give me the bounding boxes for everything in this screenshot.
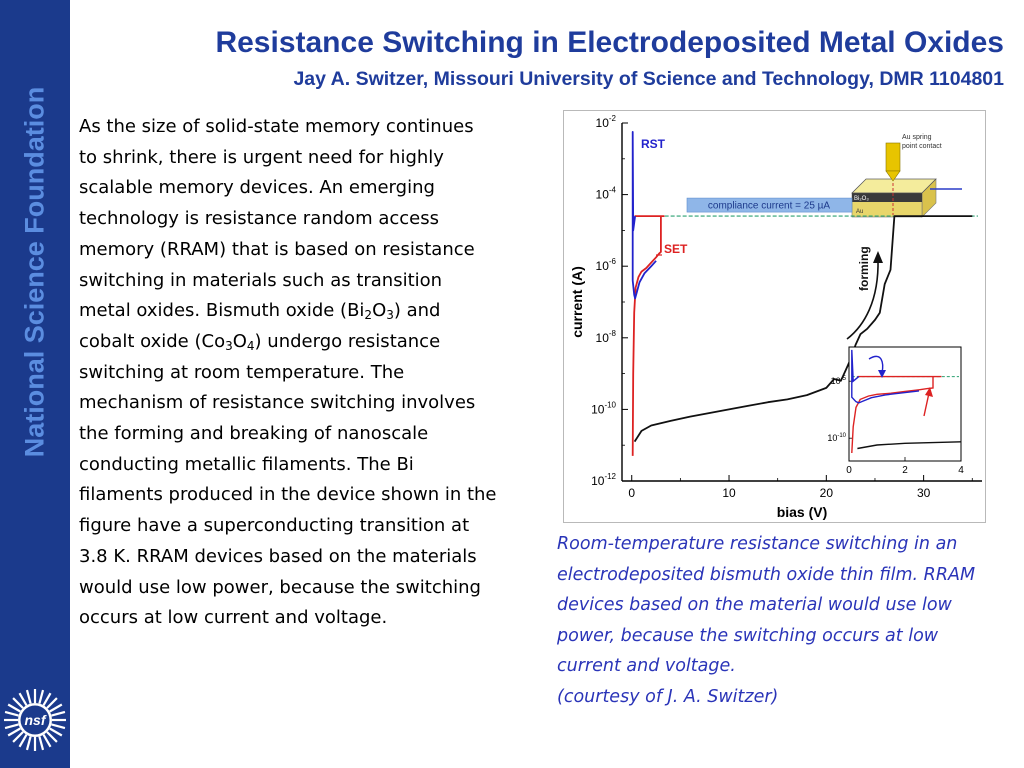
caption-text: Room-temperature resistance switching in… — [557, 534, 976, 676]
y-tick-label: 10-6 — [596, 257, 617, 273]
body-text-part: As the size of solid-state memory contin… — [79, 116, 475, 322]
inset-x-tick-label: 2 — [902, 465, 908, 476]
label-set: SET — [664, 242, 688, 256]
schematic-label-au-spring: Au spring — [902, 134, 932, 141]
device-schematic: Au spring point contact Bi₂O₃ Au — [851, 134, 962, 218]
nsf-logo-text: nsf — [25, 712, 47, 728]
subscript: 4 — [246, 338, 255, 353]
sidebar-org-name: National Science Foundation — [19, 86, 50, 458]
body-text-part: O — [232, 330, 247, 352]
forming-arrowhead — [873, 251, 883, 263]
subscript: 2 — [364, 308, 373, 323]
inset-y-tick-label: 10-10 — [827, 433, 846, 443]
inset-x-tick-label: 4 — [958, 465, 964, 476]
y-tick-label: 10-12 — [591, 472, 616, 488]
inset-series-rst — [851, 349, 920, 404]
nsf-logo-icon: nsf — [4, 689, 66, 751]
schematic-label-point-contact: point contact — [902, 143, 942, 150]
inset-set-arrowhead — [925, 387, 933, 397]
y-tick-label: 10-10 — [591, 400, 616, 416]
x-tick-label: 10 — [722, 486, 736, 500]
subscript: 3 — [225, 338, 233, 353]
body-text-part: ) and cobalt oxide (Co — [79, 300, 441, 352]
y-tick-label: 10-8 — [596, 329, 617, 345]
caption-credit: (courtesy of J. A. Switzer) — [557, 686, 779, 707]
label-forming: forming — [857, 246, 871, 291]
series-set — [631, 215, 665, 456]
nsf-sidebar: National Science Foundation — [0, 0, 70, 768]
x-tick-label: 20 — [820, 486, 834, 500]
figure-caption: Room-temperature resistance switching in… — [557, 529, 1002, 712]
compliance-label: compliance current = 25 µA — [708, 201, 831, 212]
slide-title: Resistance Switching in Electrodeposited… — [215, 26, 1004, 59]
schematic-label-au: Au — [856, 209, 863, 215]
x-axis-label: bias (V) — [777, 504, 828, 520]
y-tick-label: 10-4 — [596, 186, 617, 202]
compliance-label-box — [686, 197, 853, 213]
y-axis-label: current (A) — [569, 266, 585, 338]
body-text-part: O — [372, 300, 387, 322]
body-paragraph: As the size of solid-state memory contin… — [79, 112, 497, 634]
inset-y-tick-label: 10-5 — [831, 376, 847, 386]
nsf-logo: nsf — [0, 680, 70, 768]
inset-x-tick-label: 0 — [846, 465, 852, 476]
schematic-label-bi2o3: Bi₂O₃ — [854, 196, 869, 202]
inset-series-set — [851, 375, 942, 454]
y-tick-label: 10-2 — [596, 114, 617, 130]
iv-chart: Au spring point contact Bi₂O₃ Au 10-2 10-… — [569, 114, 982, 520]
inset-set-arrow — [923, 392, 930, 417]
x-tick-label: 0 — [628, 486, 635, 500]
slide-subtitle: Jay A. Switzer, Missouri University of S… — [293, 68, 1004, 90]
forming-arrow — [846, 258, 879, 340]
x-tick-label: 30 — [917, 486, 931, 500]
series-rst — [631, 130, 657, 300]
inset-rst-arrowhead — [878, 370, 886, 378]
series-forming — [633, 215, 973, 443]
body-text-part: ) undergo resistance switching at room t… — [79, 330, 497, 629]
subscript: 3 — [386, 308, 394, 323]
inset-series-forming — [857, 441, 962, 450]
iv-figure: Au spring point contact Bi₂O₃ Au 10-2 10-… — [563, 110, 986, 523]
label-rst: RST — [641, 137, 666, 151]
